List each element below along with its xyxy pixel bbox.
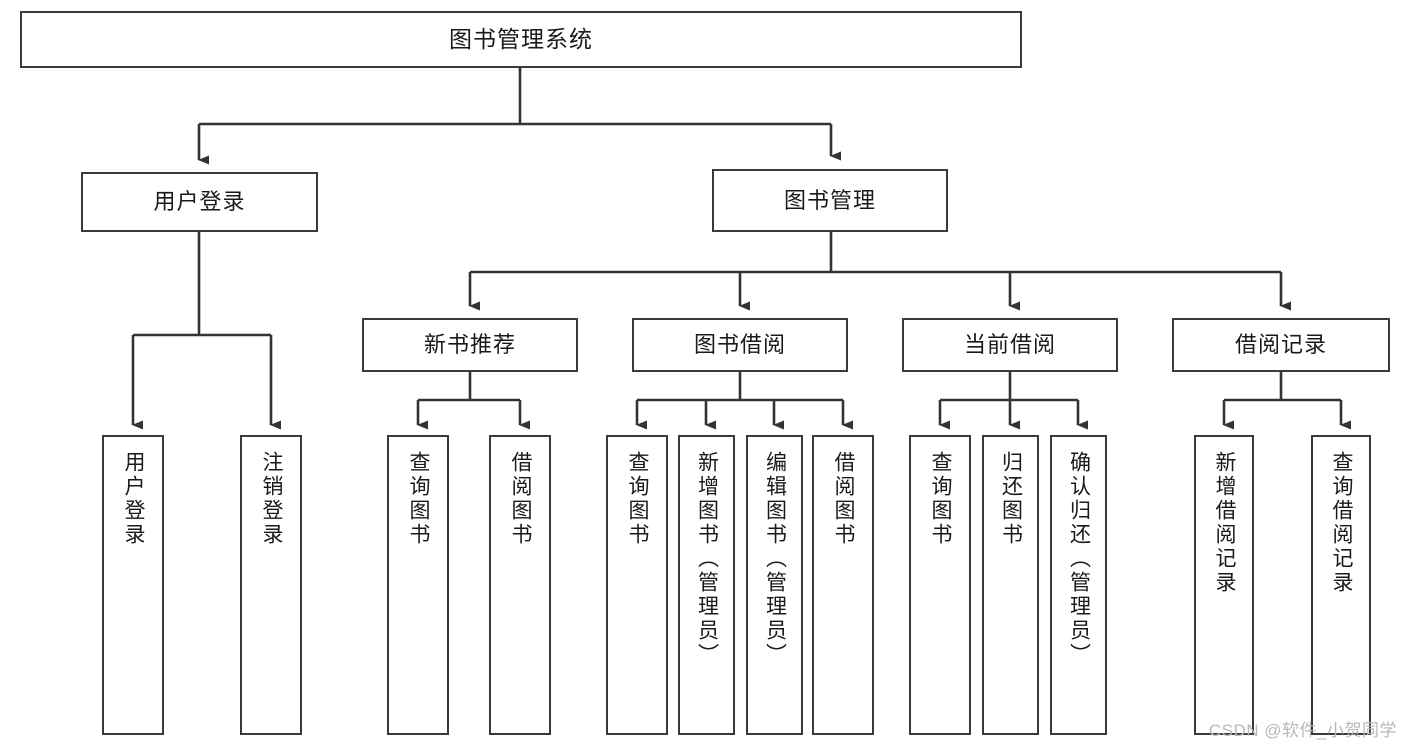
node-user-login[interactable]: 用户登录 bbox=[81, 172, 318, 232]
node-leaf-return-book[interactable]: 归还图书 bbox=[982, 435, 1039, 735]
node-borrow-record-label: 借阅记录 bbox=[1234, 332, 1327, 358]
node-leaf-user-login[interactable]: 用户登录 bbox=[102, 435, 164, 735]
node-leaf-query-book-recommend[interactable]: 查询图书 bbox=[387, 435, 449, 735]
node-leaf-user-login-label: 用户登录 bbox=[122, 451, 146, 547]
node-leaf-logout-label: 注销登录 bbox=[260, 451, 284, 547]
node-leaf-borrow-book-label: 借阅图书 bbox=[832, 451, 856, 547]
node-book-management[interactable]: 图书管理 bbox=[712, 169, 948, 232]
node-borrow-record[interactable]: 借阅记录 bbox=[1172, 318, 1390, 372]
node-new-book-recommend-label: 新书推荐 bbox=[423, 332, 516, 358]
node-leaf-borrow-book-recommend-label: 借阅图书 bbox=[509, 451, 533, 547]
node-new-book-recommend[interactable]: 新书推荐 bbox=[362, 318, 578, 372]
node-leaf-query-book-recommend-label: 查询图书 bbox=[407, 451, 431, 547]
node-leaf-add-book-admin[interactable]: 新增图书（管理员） bbox=[678, 435, 735, 735]
node-leaf-logout[interactable]: 注销登录 bbox=[240, 435, 302, 735]
node-current-borrow-label: 当前借阅 bbox=[963, 332, 1056, 358]
node-book-borrow-label: 图书借阅 bbox=[693, 332, 786, 358]
node-leaf-query-book-borrow-label: 查询图书 bbox=[626, 451, 650, 547]
node-root-book-management-system[interactable]: 图书管理系统 bbox=[20, 11, 1022, 68]
csdn-watermark: CSDN @软件_小贺同学 bbox=[1208, 721, 1397, 740]
node-leaf-add-borrow-record-label: 新增借阅记录 bbox=[1213, 451, 1237, 595]
node-leaf-add-borrow-record[interactable]: 新增借阅记录 bbox=[1194, 435, 1254, 735]
node-current-borrow[interactable]: 当前借阅 bbox=[902, 318, 1118, 372]
node-leaf-query-borrow-record[interactable]: 查询借阅记录 bbox=[1311, 435, 1371, 735]
node-book-borrow[interactable]: 图书借阅 bbox=[632, 318, 848, 372]
node-leaf-query-book-current-label: 查询图书 bbox=[929, 451, 953, 547]
node-book-management-label: 图书管理 bbox=[783, 187, 876, 213]
node-leaf-query-book-borrow[interactable]: 查询图书 bbox=[606, 435, 668, 735]
node-leaf-borrow-book[interactable]: 借阅图书 bbox=[812, 435, 874, 735]
node-leaf-confirm-return-admin-label: 确认归还（管理员） bbox=[1067, 451, 1091, 667]
node-root-label: 图书管理系统 bbox=[449, 25, 593, 52]
node-leaf-add-book-admin-label: 新增图书（管理员） bbox=[695, 451, 719, 667]
node-user-login-label: 用户登录 bbox=[153, 189, 246, 215]
node-leaf-return-book-label: 归还图书 bbox=[999, 451, 1023, 547]
node-leaf-confirm-return-admin[interactable]: 确认归还（管理员） bbox=[1050, 435, 1107, 735]
node-leaf-borrow-book-recommend[interactable]: 借阅图书 bbox=[489, 435, 551, 735]
node-leaf-edit-book-admin-label: 编辑图书（管理员） bbox=[763, 451, 787, 667]
node-leaf-query-book-current[interactable]: 查询图书 bbox=[909, 435, 971, 735]
node-leaf-query-borrow-record-label: 查询借阅记录 bbox=[1330, 451, 1354, 595]
node-leaf-edit-book-admin[interactable]: 编辑图书（管理员） bbox=[746, 435, 803, 735]
